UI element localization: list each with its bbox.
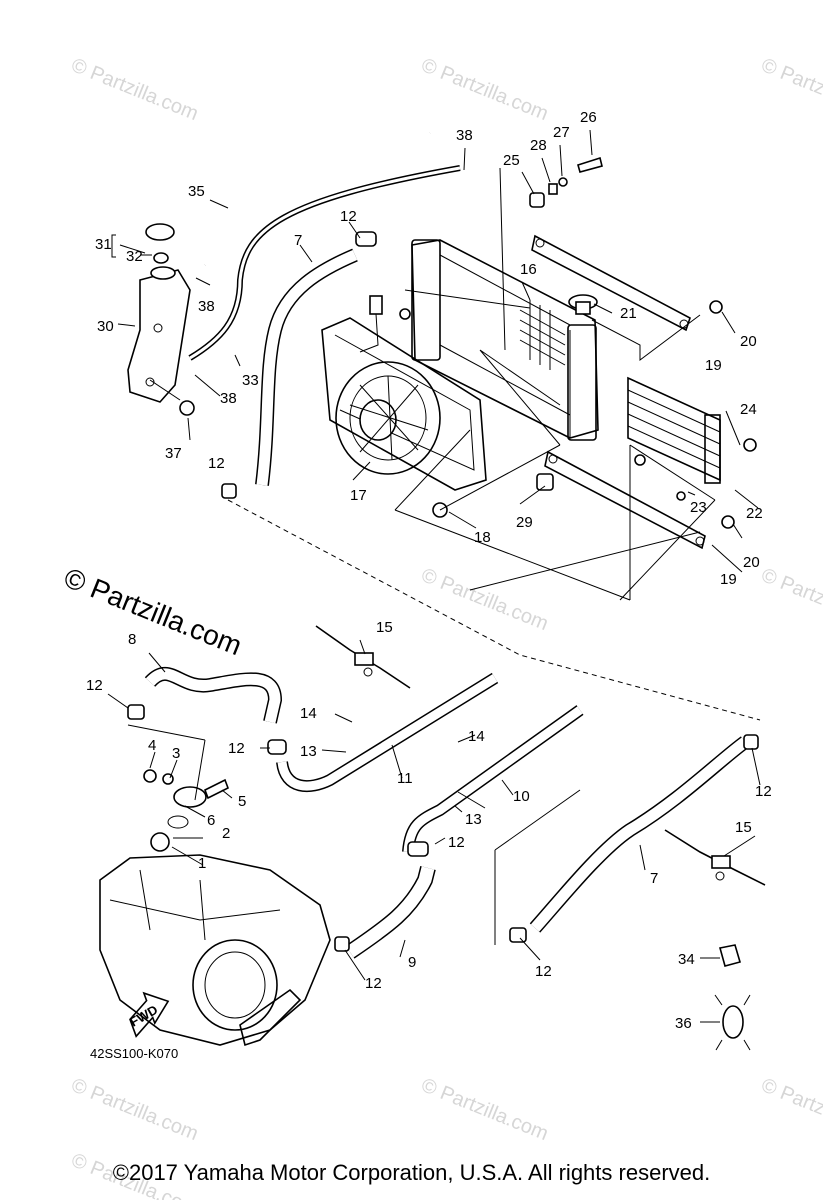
callout: 14 — [300, 705, 317, 722]
clip-34 — [718, 944, 741, 967]
callout: 20 — [740, 333, 757, 350]
watermark-main: © Partzilla.com — [60, 562, 247, 661]
watermark: © Partzilla.com — [68, 1074, 201, 1145]
callout: 13 — [465, 811, 482, 828]
watermark: © Partzilla.com — [418, 54, 551, 125]
callout: 29 — [516, 514, 533, 531]
bracket-31 — [111, 234, 116, 258]
callout: 20 — [743, 554, 760, 571]
callout: 14 — [468, 728, 485, 745]
callout: 11 — [397, 770, 413, 787]
callout: 12 — [448, 834, 465, 851]
callout: 30 — [97, 318, 114, 335]
callout: 38 — [198, 298, 215, 315]
callout: 38 — [456, 127, 473, 144]
callout: 1 — [198, 855, 206, 872]
callout: 6 — [207, 812, 215, 829]
hose-33 — [188, 165, 461, 361]
watermark: © Partzilla.com — [758, 564, 823, 635]
callout: 12 — [228, 740, 245, 757]
callout: 21 — [620, 305, 637, 322]
watermark: © Partzilla.com — [758, 1074, 823, 1145]
callout: 12 — [365, 975, 382, 992]
callout: 12 — [755, 783, 772, 800]
reservoir-tank — [127, 266, 191, 403]
fan-wire-connector — [359, 295, 383, 353]
callout: 26 — [580, 109, 597, 126]
callout: 16 — [520, 261, 537, 278]
hose-9 — [345, 866, 436, 959]
fan-motor — [335, 361, 441, 475]
callout: 2 — [222, 825, 230, 842]
hose-7-upper — [255, 248, 358, 486]
callout: 18 — [474, 529, 491, 546]
callout: 15 — [376, 619, 393, 636]
callout: 12 — [208, 455, 225, 472]
bracket-lower — [544, 450, 706, 550]
cable-tie-lower — [664, 829, 766, 886]
small-parts — [149, 156, 757, 529]
callout: 19 — [720, 571, 737, 588]
callout: 8 — [128, 631, 136, 648]
watermark: © Partzilla.com — [758, 54, 823, 125]
pipe-11 — [276, 672, 499, 792]
callout: 33 — [242, 372, 259, 389]
fan-shroud — [321, 317, 487, 491]
radiator-cap — [568, 294, 598, 315]
callout: 7 — [294, 232, 302, 249]
callout: 10 — [513, 788, 530, 805]
copyright-footer: ©2017 Yamaha Motor Corporation, U.S.A. A… — [112, 1160, 711, 1185]
callout: 25 — [503, 152, 520, 169]
hose-8 — [144, 666, 283, 724]
watermark: © Partzilla.com — [68, 54, 201, 125]
callout: 12 — [340, 208, 357, 225]
watermark: © Partzilla.com — [418, 1074, 551, 1145]
callout: 38 — [220, 390, 237, 407]
thermostat-housing — [143, 769, 230, 829]
fwd-arrow: FWD — [127, 991, 170, 1038]
engine — [99, 832, 331, 1047]
callout: 32 — [126, 248, 143, 265]
clip-36 — [714, 994, 751, 1051]
reservoir-cap — [145, 223, 175, 264]
hose-35 — [203, 131, 431, 266]
callout: 4 — [148, 737, 156, 754]
leader-lines — [107, 129, 761, 1023]
callout: 12 — [86, 677, 103, 694]
callout: 5 — [238, 793, 246, 810]
diagram-code: 42SS100-K070 — [90, 1046, 178, 1061]
hose-7-lower — [529, 736, 750, 933]
bracket-upper — [531, 234, 691, 332]
callout: 31 — [95, 236, 112, 253]
callout: 3 — [172, 745, 180, 762]
oil-cooler — [627, 376, 721, 484]
watermark-group: © Partzilla.com © Partzilla.com © Partzi… — [60, 54, 823, 1200]
callout: 13 — [300, 743, 317, 760]
callout: 9 — [408, 954, 416, 971]
radiator — [411, 239, 599, 441]
hose-clamps — [127, 231, 759, 952]
callout: 36 — [675, 1015, 692, 1032]
callout: 27 — [553, 124, 570, 141]
callout: 19 — [705, 357, 722, 374]
callout: 7 — [650, 870, 658, 887]
callout: 17 — [350, 487, 367, 504]
pipe-10 — [402, 705, 584, 853]
callout-labels: 1 2 3 4 5 6 7 7 8 9 10 11 12 12 12 12 12… — [86, 109, 772, 1032]
callout: 22 — [746, 505, 763, 522]
callout: 34 — [678, 951, 695, 968]
callout: 24 — [740, 401, 757, 418]
callout: 15 — [735, 819, 752, 836]
callout: 37 — [165, 445, 182, 462]
callout: 23 — [690, 499, 707, 516]
cable-tie-upper — [315, 625, 411, 689]
callout: 12 — [535, 963, 552, 980]
callout: 28 — [530, 137, 547, 154]
callout: 35 — [188, 183, 205, 200]
